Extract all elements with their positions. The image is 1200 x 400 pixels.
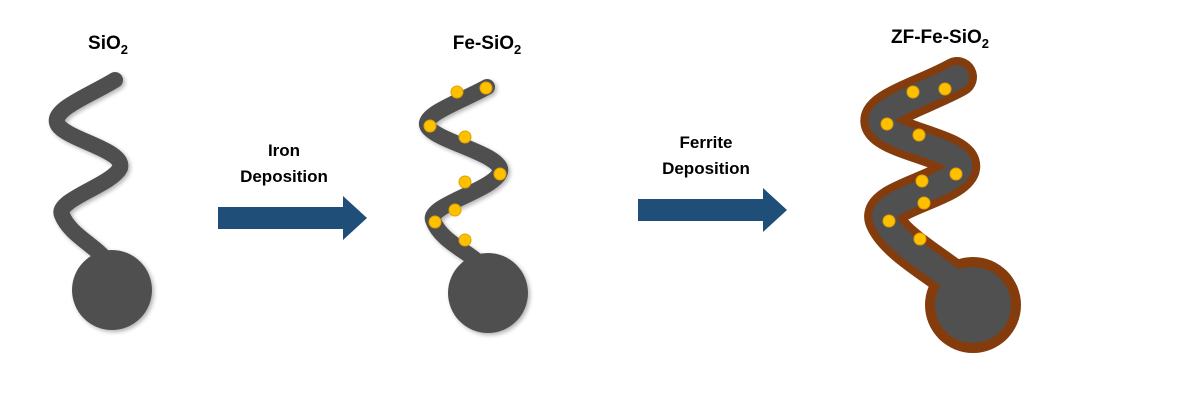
sio2-particle [49, 72, 152, 330]
arrow-ferrite-deposition [638, 188, 787, 232]
label-sio2: SiO2 [88, 33, 128, 57]
label-fe-sio2: Fe-SiO2 [452, 33, 522, 57]
iron-dots [423, 81, 507, 247]
iron-dots [880, 82, 963, 246]
label-zf-fe-sio2: ZF-Fe-SiO2 [890, 27, 990, 51]
zf-fe-sio2-particle [860, 57, 1021, 353]
fe-sio2-particle [418, 79, 528, 333]
arrow-iron-deposition [218, 196, 367, 240]
